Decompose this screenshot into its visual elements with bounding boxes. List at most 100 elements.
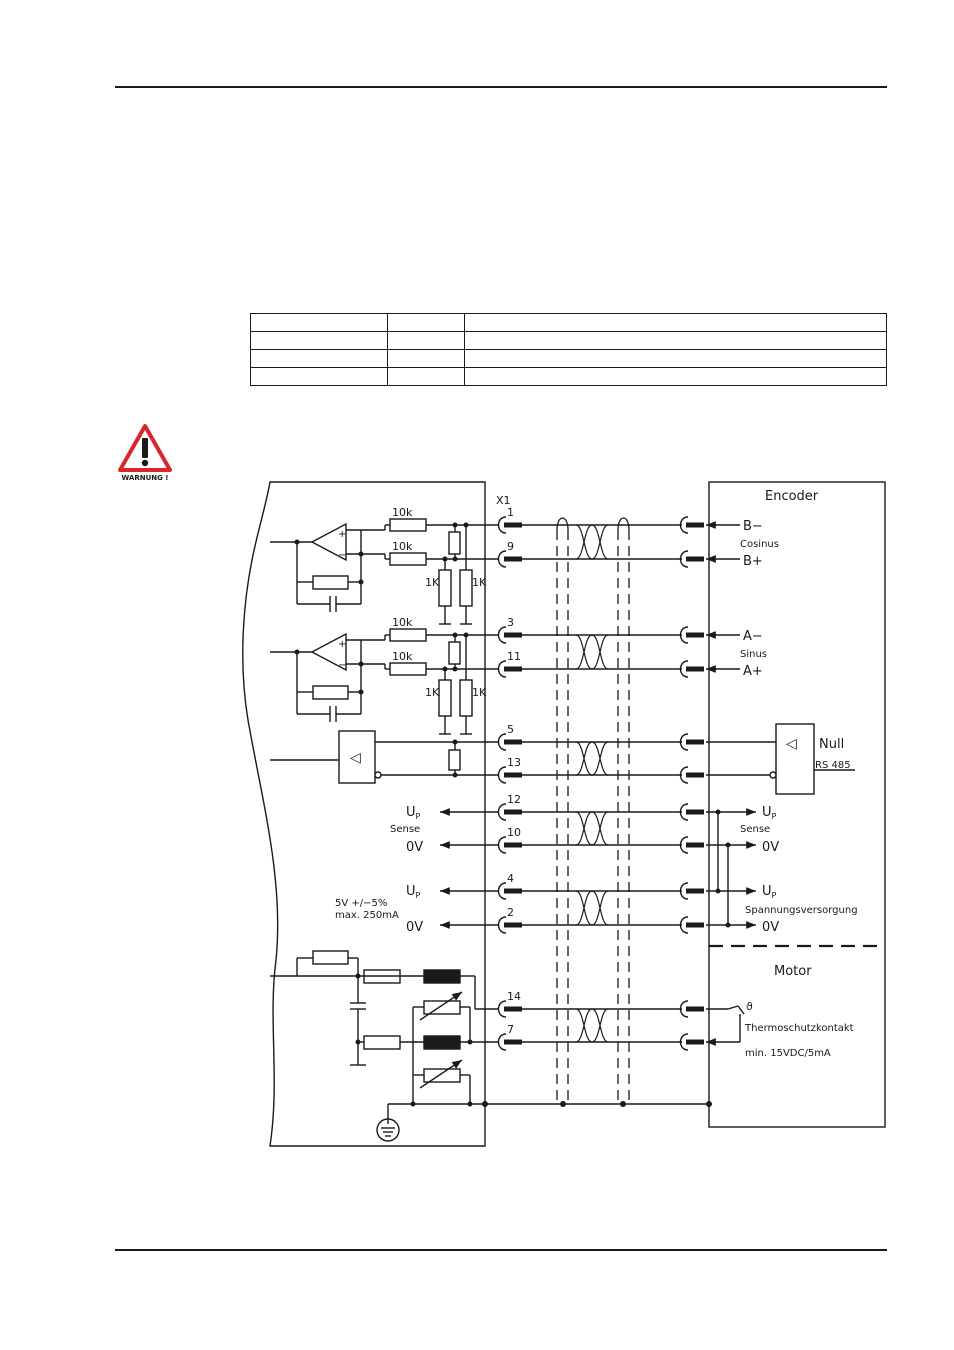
null-box — [775, 723, 815, 795]
termination-resistor — [448, 641, 461, 665]
resistor-10k — [389, 518, 427, 532]
drive-up-supply: UP — [406, 884, 421, 900]
ferrite-choke — [423, 1035, 461, 1050]
drive-plug — [497, 626, 522, 644]
motor-title: Motor — [774, 964, 812, 979]
encoder-0v-sense: 0V — [762, 840, 779, 855]
encoder-plug — [679, 516, 704, 534]
drive-plug — [497, 733, 522, 751]
opamp-block-cosinus — [270, 518, 498, 625]
drive-up-sense: UP — [406, 805, 421, 821]
pin-label: 13 — [507, 756, 521, 769]
opamp-triangle — [310, 522, 347, 562]
exclamation-dot — [141, 459, 149, 467]
ground-icon — [376, 1118, 400, 1142]
buffer-symbol: ◁ — [350, 750, 361, 766]
header-rule — [115, 86, 887, 88]
drive-plug — [497, 836, 522, 854]
encoder-plug — [679, 836, 704, 854]
resistor-10k — [389, 628, 427, 642]
opamp-block-sinus — [270, 628, 498, 735]
warning-icon: WARNUNG ! — [118, 424, 172, 482]
footer-rule — [115, 1249, 887, 1251]
opamp-plus: + — [338, 529, 346, 540]
table-row — [250, 349, 887, 368]
opamp-minus: − — [338, 660, 346, 671]
encoder-up-sense: UP — [762, 805, 777, 821]
pin-label: 10 — [507, 826, 521, 839]
opamp-minus: − — [338, 550, 346, 561]
encoder-plug — [679, 626, 704, 644]
encoder-plug — [679, 1000, 704, 1018]
encoder-plug — [679, 916, 704, 934]
feedback-resistor — [312, 685, 349, 700]
resistor-label: 10k — [392, 616, 413, 629]
drive-plug — [497, 516, 522, 534]
drive-plug — [497, 1033, 522, 1051]
drive-sense-label: Sense — [390, 824, 420, 835]
encoder-a-minus: A− — [743, 629, 763, 644]
thermo-spec: min. 15VDC/5mA — [745, 1048, 831, 1059]
drive-supply-spec: 5V +/−5% — [335, 898, 387, 909]
encoder-a-plus: A+ — [743, 664, 763, 679]
feedback-resistor — [312, 575, 349, 590]
encoder-null: Null — [819, 737, 844, 752]
opamp-plus: + — [338, 639, 346, 650]
varistor — [423, 1000, 461, 1015]
series-resistor — [363, 1035, 401, 1050]
rs485-driver — [270, 730, 498, 784]
cable-shields — [556, 530, 630, 1100]
drive-plug — [497, 882, 522, 900]
drive-plug — [497, 550, 522, 568]
pin-label: 9 — [507, 540, 514, 553]
resistor-label: 1K — [472, 576, 487, 589]
ferrite-choke — [423, 969, 461, 984]
encoder-rs485: RS 485 — [815, 760, 851, 771]
empty-table — [250, 313, 887, 386]
resistor-label: 10k — [392, 540, 413, 553]
encoder-title: Encoder — [765, 489, 819, 504]
exclamation-bar — [142, 438, 148, 458]
encoder-b-minus: B− — [743, 519, 763, 534]
resistor-label: 10k — [392, 506, 413, 519]
twisted-pairs — [575, 524, 609, 1043]
cables — [520, 524, 682, 1043]
encoder-plug — [679, 550, 704, 568]
connector-plugs — [497, 516, 704, 1051]
resistor-label: 1K — [425, 576, 440, 589]
encoder-box — [708, 481, 886, 1128]
thermal-input — [270, 950, 498, 1104]
pin-label: 3 — [507, 616, 514, 629]
junctions — [294, 522, 731, 1107]
pin-label: 14 — [507, 990, 521, 1003]
encoder-sinus: Sinus — [740, 649, 767, 660]
encoder-up-supply: UP — [762, 884, 777, 900]
encoder-plug — [679, 733, 704, 751]
resistor-1k — [438, 569, 452, 607]
pin-label: 1 — [507, 506, 514, 519]
drive-box — [242, 481, 486, 1147]
warning-label: WARNUNG ! — [122, 474, 169, 482]
varistor — [423, 1068, 461, 1083]
thermal-contact — [706, 1005, 745, 1046]
pin-label: 12 — [507, 793, 521, 806]
drive-plug — [497, 660, 522, 678]
termination-resistor — [448, 749, 461, 771]
pin-label: 2 — [507, 906, 514, 919]
encoder-0v-supply: 0V — [762, 920, 779, 935]
resistor-1k — [459, 679, 473, 717]
connector-label: X1 — [496, 494, 511, 507]
drive-plug — [497, 766, 522, 784]
drive-plug — [497, 803, 522, 821]
resistor-1k — [438, 679, 452, 717]
drive-supply-current: max. 250mA — [335, 910, 399, 921]
encoder-b-plus: B+ — [743, 554, 763, 569]
resistor-label: 1K — [425, 686, 440, 699]
resistor-label: 1K — [472, 686, 487, 699]
drive-0v-sense: 0V — [406, 840, 423, 855]
rs485-encoder — [706, 723, 855, 795]
thermo-label: Thermoschutzkontakt — [744, 1023, 854, 1034]
encoder-sense-label: Sense — [740, 824, 770, 835]
opamp-triangle — [310, 632, 347, 672]
